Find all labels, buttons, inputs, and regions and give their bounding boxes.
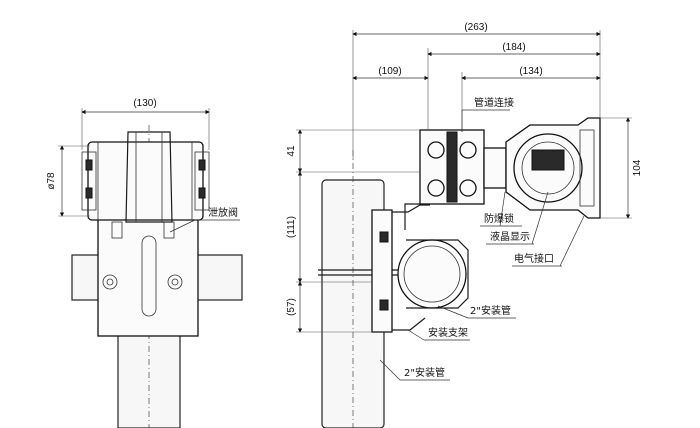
right-mount-pipe-ring [397,239,467,309]
dim-bracket-height: (111) [286,216,297,238]
dim-upper-width: (184) [502,42,525,53]
dim-left-diameter: ø78 [46,172,57,190]
dim-left-width: (130) [133,98,156,109]
left-drain-valve-1 [111,221,123,239]
left-flange-right [194,151,210,211]
left-bracket-slot [141,235,157,317]
right-view: (263) (184) (109) (134) 41 (111) (57) 10… [286,22,643,428]
dim-pipe-offset: (109) [378,66,401,77]
left-flange-left [81,151,97,211]
right-bracket [371,209,393,333]
label-mount-pipe-bottom: 2"安装管 [404,366,445,379]
dim-housing-width: (134) [519,66,542,77]
left-bolt-1 [102,274,118,290]
left-bolt-2 [167,274,183,290]
label-electrical-port: 电气接口 [514,252,554,265]
right-neck [483,147,507,189]
lcd-window [531,149,565,171]
label-mount-pipe: 2"安装管 [470,304,511,317]
dim-flange-height: 41 [286,145,297,157]
label-explosion-lock: 防爆锁 [484,212,514,225]
label-drain-valve: 泄放阀 [208,206,238,219]
label-pipe-connection: 管道连接 [474,96,514,109]
label-mount-bracket: 安装支架 [428,326,468,339]
dim-housing-height: 104 [632,159,643,176]
left-capsule-body [87,141,204,221]
label-lcd-display: 液晶显示 [490,230,530,243]
dim-total-width: (263) [464,22,487,33]
dim-lower-height: (57) [286,298,297,316]
left-view: (130) ø78 泄放阀 [46,98,243,428]
